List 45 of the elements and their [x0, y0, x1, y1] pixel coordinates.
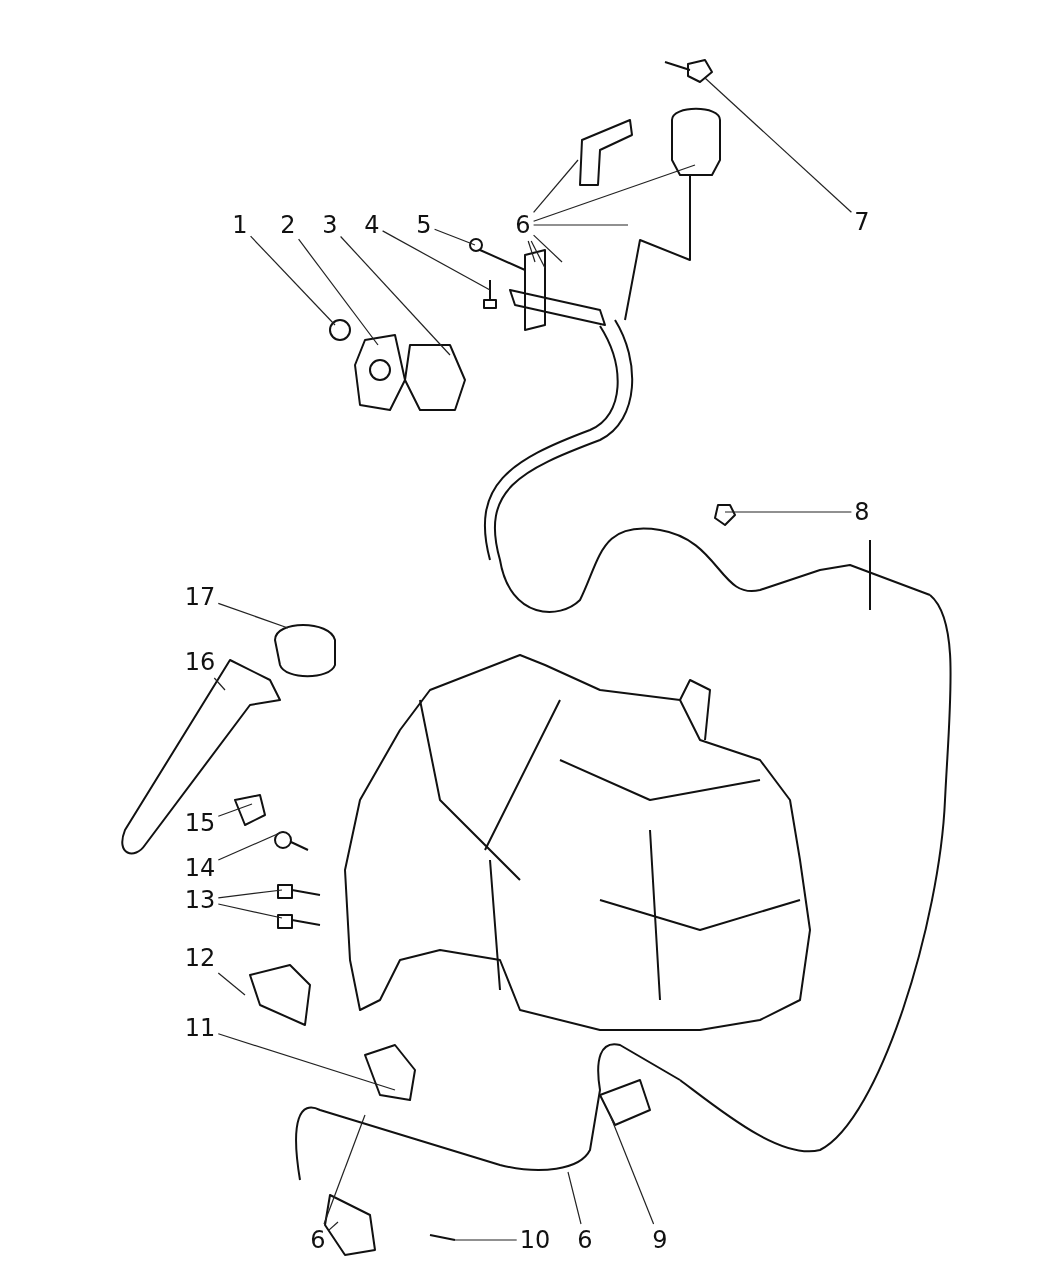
callout-number: 1 [232, 211, 248, 239]
leader-line [213, 677, 226, 691]
leader-line [382, 230, 491, 291]
leader-line [454, 1239, 518, 1241]
callout-number: 6 [515, 211, 531, 239]
leader-line [328, 1221, 339, 1231]
callout-number: 6 [310, 1226, 326, 1254]
leader-line [323, 1114, 366, 1225]
leader-line [217, 972, 246, 996]
callout-number: 16 [184, 648, 216, 676]
callout-number: 11 [184, 1014, 216, 1042]
leader-line [527, 240, 536, 263]
callout-number: 13 [184, 886, 216, 914]
leader-line [250, 235, 336, 326]
callout-number: 4 [364, 211, 380, 239]
leader-line [724, 511, 852, 513]
callout-number: 17 [184, 583, 216, 611]
leader-line [217, 831, 283, 861]
leader-line [567, 1171, 582, 1225]
leader-line [609, 1114, 655, 1225]
callout-number: 3 [322, 211, 338, 239]
leader-line [217, 1033, 396, 1091]
leader-line [217, 602, 289, 629]
callout-number: 2 [280, 211, 296, 239]
leader-line [704, 77, 852, 213]
leader-line [217, 803, 253, 817]
callout-number: 8 [854, 498, 870, 526]
callout-number: 9 [652, 1226, 668, 1254]
callout-number: 10 [519, 1226, 551, 1254]
leader-line [533, 234, 563, 263]
leader-line [533, 159, 579, 213]
callout-number: 7 [854, 208, 870, 236]
callout-number: 12 [184, 944, 216, 972]
callout-number: 6 [577, 1226, 593, 1254]
callout-number: 5 [416, 211, 432, 239]
callout-number: 15 [184, 809, 216, 837]
leader-line [533, 224, 629, 226]
leader-line [533, 164, 696, 222]
leader-line [530, 240, 546, 269]
leader-line [298, 238, 379, 346]
leader-line [217, 889, 283, 899]
leader-line [217, 903, 283, 919]
leader-line [340, 235, 451, 356]
callout-number: 14 [184, 854, 216, 882]
leader-line [434, 228, 476, 246]
